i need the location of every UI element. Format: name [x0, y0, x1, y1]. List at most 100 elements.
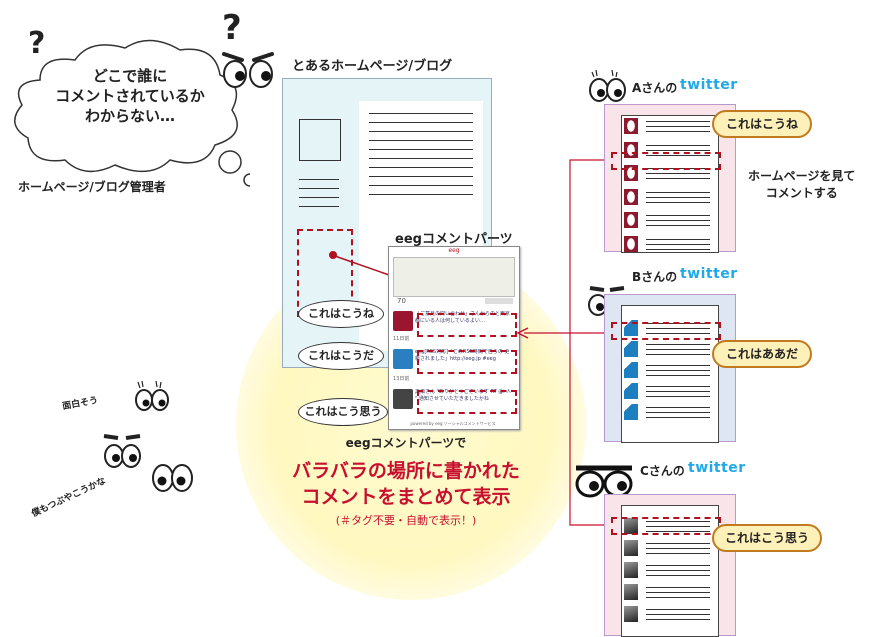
- user-b-twitter-logo: twitter: [680, 266, 738, 282]
- widget-comment-input[interactable]: [393, 257, 515, 297]
- tweet-row: [624, 235, 714, 254]
- tweet-avatar: [624, 212, 638, 228]
- homepage-image-box: [299, 119, 341, 161]
- tweet-row: [624, 341, 714, 359]
- user-c-eyes-icon: [575, 465, 633, 498]
- tweet-line: [646, 553, 710, 554]
- user-c-twitter-logo: twitter: [688, 460, 746, 476]
- user-c-bubble: これはこう思う: [712, 524, 822, 552]
- tweet-line: [646, 178, 710, 179]
- tweet-line: [646, 173, 710, 174]
- entry-text: eeg[RSS対応]「このRSS時間で自らの 更新されました」http://ee…: [415, 349, 510, 362]
- tweet-line: [646, 531, 710, 532]
- caption-main-2: コメントをまとめて表示: [301, 486, 511, 508]
- face-eyes-icon: [135, 380, 169, 411]
- entry-avatar: [393, 311, 413, 331]
- tweet-avatar: [624, 188, 638, 205]
- tweet-line: [646, 548, 710, 549]
- entry-highlight-3: [417, 390, 517, 414]
- user-a-bubble: これはこうね: [712, 110, 812, 138]
- question-mark-right: ?: [222, 8, 242, 48]
- face-eyes-icon: [103, 434, 141, 468]
- tweet-line: [646, 196, 710, 198]
- widget-footer: powered by eeg ソーシャルコメントサービス: [410, 421, 496, 426]
- entry-time: 11日前: [393, 336, 410, 342]
- tweet-line: [646, 121, 710, 122]
- left-bubble-2: これはこうだ: [298, 342, 384, 370]
- user-c-tweet-highlight: [611, 517, 721, 535]
- tweet-line: [646, 407, 710, 408]
- tweet-avatar: [624, 235, 638, 252]
- entry-avatar: [393, 349, 413, 369]
- user-b-tweet-highlight: [611, 322, 721, 340]
- widget-entry: eeg[RSS対応]「このRSS時間で自らの 更新されました」http://ee…: [393, 347, 513, 387]
- user-c-label: Cさんの: [640, 464, 685, 478]
- widget-post-button[interactable]: [485, 298, 513, 304]
- tweet-line: [646, 349, 710, 350]
- right-note: ホームページを見て コメントする: [748, 169, 856, 200]
- user-a-twitter-logo: twitter: [680, 77, 738, 93]
- entry-highlight-2: [417, 350, 517, 374]
- admin-label: ホームページ/ブログ管理者: [18, 180, 166, 194]
- face-text-1: 面白そう: [61, 395, 99, 413]
- cloud-text: どこで誰に コメントされているか わからない…: [55, 67, 205, 125]
- tweet-row: [624, 540, 714, 558]
- tweet-line: [646, 154, 710, 156]
- tweet-avatar: [624, 562, 638, 578]
- tweet-row: [624, 562, 714, 580]
- user-b-label: Bさんの: [632, 270, 678, 284]
- tweet-line: [646, 396, 710, 397]
- tweet-line: [646, 370, 710, 371]
- tweet-row: [624, 584, 714, 602]
- tweet-line: [646, 597, 710, 598]
- tweet-row: [624, 606, 714, 624]
- tweet-avatar: [624, 118, 638, 134]
- tweet-line: [646, 344, 710, 345]
- content-lines: [359, 101, 483, 195]
- caption-note: (＃タグ不要・自動で表示！): [335, 514, 477, 527]
- homepage-label: とあるホームページ/ブログ: [292, 59, 453, 74]
- tweet-line: [646, 386, 710, 387]
- tweet-line: [646, 521, 710, 522]
- face-text-2: 僕もつぶやこうかな: [30, 476, 108, 520]
- tweet-avatar: [624, 584, 638, 600]
- tweet-line: [646, 144, 710, 146]
- user-a-label: Aさんの: [632, 81, 678, 95]
- tweet-line: [646, 201, 710, 203]
- tweet-line: [646, 526, 710, 527]
- tweet-avatar: [624, 362, 638, 378]
- tweet-line: [646, 131, 710, 132]
- tweet-line: [646, 328, 710, 329]
- tweet-row: [624, 404, 714, 422]
- tweet-avatar: [624, 606, 638, 622]
- tweet-line: [646, 248, 710, 250]
- entry-time: 13日前: [393, 376, 410, 382]
- tweet-line: [646, 587, 710, 588]
- tweet-line: [646, 412, 710, 413]
- tweet-line: [646, 149, 710, 151]
- tweet-row: [624, 362, 714, 380]
- tweet-line: [646, 238, 710, 240]
- tweet-line: [646, 565, 710, 566]
- tweet-line: [646, 365, 710, 366]
- tweet-line: [646, 570, 710, 571]
- caption-sub: eegコメントパーツで: [345, 436, 467, 450]
- tweet-line: [646, 215, 710, 216]
- caption-main-1: バラバラの場所に書かれた: [292, 460, 520, 482]
- tweet-avatar: [624, 540, 638, 556]
- tweet-line: [646, 575, 710, 576]
- tweet-line: [646, 126, 710, 127]
- tweet-line: [646, 543, 710, 544]
- face-eyes-icon: [152, 464, 193, 492]
- tweet-line: [646, 191, 710, 193]
- entry-avatar: [393, 389, 413, 409]
- tweet-row: [624, 188, 714, 207]
- tweet-line: [646, 333, 710, 334]
- tweet-line: [646, 619, 710, 620]
- question-mark-left: ?: [28, 26, 46, 61]
- slot-connector: [331, 254, 393, 277]
- tweet-row: [624, 383, 714, 401]
- left-bubble-1: これはこうね: [298, 300, 384, 328]
- user-a-tweet-highlight: [611, 152, 721, 170]
- widget-counter: 70: [397, 297, 406, 305]
